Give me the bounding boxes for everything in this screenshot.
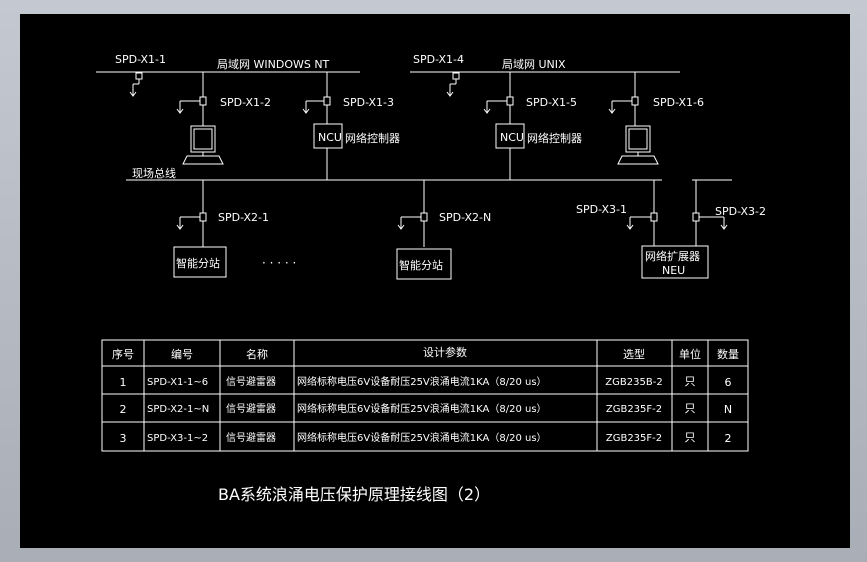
- table-header-cell: 数量: [717, 348, 739, 361]
- table-cell: SPD-X3-1~2: [147, 433, 208, 444]
- table-header-cell: 单位: [679, 347, 701, 361]
- ncu-2-label: NCU: [500, 131, 524, 144]
- network-extender-box: [641, 245, 709, 279]
- table-header-cell: 名称: [246, 347, 268, 361]
- table-cell: 2: [120, 403, 127, 416]
- spd-x2-1-box: [199, 212, 207, 222]
- ground-arrow-icon: [626, 216, 634, 230]
- table-cell: SPD-X2-1~N: [147, 404, 209, 415]
- spd-x1-5-box: [506, 96, 514, 106]
- spd-x2-n-label: SPD-X2-N: [439, 211, 491, 224]
- lan2-label: 局域网 UNIX: [502, 58, 566, 71]
- table-header-cell: 编号: [171, 347, 193, 361]
- ground-arrow-icon: [129, 83, 137, 97]
- table-cell: 3: [120, 432, 127, 445]
- ground-arrow-icon: [397, 216, 405, 230]
- table-header-cell: 设计参数: [423, 345, 467, 359]
- substation-n-label: 智能分站: [399, 258, 443, 272]
- spd-x3-2-label: SPD-X3-2: [715, 205, 766, 218]
- table-row: 3 SPD-X3-1~2 信号避雷器 网络标称电压6V设备耐压25V浪涌电流1K…: [120, 431, 732, 445]
- ground-arrow-icon: [176, 100, 184, 114]
- spd-x1-2-box: [199, 96, 207, 106]
- table-cell: 6: [725, 376, 732, 389]
- table-cell: 2: [725, 432, 732, 445]
- spd-x1-6-label: SPD-X1-6: [653, 96, 704, 109]
- table-header-cell: 选型: [623, 347, 645, 361]
- table-cell: 网络标称电压6V设备耐压25V浪涌电流1KA（8/20 us）: [297, 402, 547, 415]
- spd-x1-1-box: [135, 72, 143, 80]
- computer-icon: [182, 125, 224, 165]
- drawing-title: BA系统浪涌电压保护原理接线图（2）: [218, 485, 490, 504]
- table-cell: ZGB235B-2: [605, 377, 662, 388]
- ncu-1-label: NCU: [318, 131, 342, 144]
- field-bus-label: 现场总线: [132, 166, 176, 180]
- ncu-1-box: [313, 123, 343, 149]
- spd-x1-4-box: [452, 72, 460, 80]
- table-cell: 信号避雷器: [226, 431, 276, 444]
- drawing-canvas: SPD-X1-1 局域网 WINDOWS NT SPD-X1-4 局域网 UNI…: [20, 14, 850, 548]
- spd-x2-1-label: SPD-X2-1: [218, 211, 269, 224]
- table-cell: 网络标称电压6V设备耐压25V浪涌电流1KA（8/20 us）: [297, 375, 547, 388]
- table-cell: 信号避雷器: [226, 375, 276, 388]
- table-cell: ZGB235F-2: [606, 404, 662, 415]
- table-row: 1 SPD-X1-1~6 信号避雷器 网络标称电压6V设备耐压25V浪涌电流1K…: [120, 375, 732, 389]
- substation-1-box: [173, 246, 227, 278]
- ground-arrow-icon: [446, 83, 454, 97]
- spd-x1-3-label: SPD-X1-3: [343, 96, 394, 109]
- spd-x1-5-label: SPD-X1-5: [526, 96, 577, 109]
- substation-n-box: [396, 248, 452, 280]
- spd-x3-2-box: [692, 212, 700, 222]
- table-cell: 只: [685, 375, 696, 388]
- table-cell: N: [724, 403, 732, 416]
- table-cell: 1: [120, 376, 127, 389]
- spd-x1-4-label: SPD-X1-4: [413, 53, 464, 66]
- ncu-2-caption: 网络控制器: [527, 131, 582, 145]
- spd-x1-3-box: [323, 96, 331, 106]
- lan1-label: 局域网 WINDOWS NT: [217, 58, 330, 71]
- wiring-diagram: SPD-X1-1 局域网 WINDOWS NT SPD-X1-4 局域网 UNI…: [96, 53, 766, 504]
- table-header-cell: 序号: [112, 347, 134, 361]
- ground-arrow-icon: [720, 216, 728, 230]
- spd-x1-2-label: SPD-X1-2: [220, 96, 271, 109]
- ncu-1-caption: 网络控制器: [345, 131, 400, 145]
- computer-icon: [617, 125, 659, 165]
- parts-table: 序号 编号 名称 设计参数 选型 单位 数量 1 SPD-X1-1~6 信号避雷…: [101, 339, 749, 452]
- network-extender-neu: NEU: [662, 264, 685, 277]
- ground-arrow-icon: [483, 100, 491, 114]
- table-cell: 只: [685, 402, 696, 415]
- spd-x3-1-label: SPD-X3-1: [576, 203, 627, 216]
- ground-arrow-icon: [176, 216, 184, 230]
- table-cell: 只: [685, 431, 696, 444]
- network-extender-label: 网络扩展器: [645, 249, 700, 263]
- table-row: 2 SPD-X2-1~N 信号避雷器 网络标称电压6V设备耐压25V浪涌电流1K…: [120, 402, 733, 416]
- spd-x1-1-label: SPD-X1-1: [115, 53, 166, 66]
- spd-x1-6-box: [631, 96, 639, 106]
- ground-arrow-icon: [302, 100, 310, 114]
- spd-x3-1-box: [650, 212, 658, 222]
- table-cell: 信号避雷器: [226, 402, 276, 415]
- table-cell: SPD-X1-1~6: [147, 377, 208, 388]
- spd-x2-n-box: [420, 212, 428, 222]
- ellipsis-dots: · · · · ·: [262, 256, 296, 270]
- ground-arrow-icon: [608, 100, 616, 114]
- substation-1-label: 智能分站: [176, 256, 220, 270]
- table-cell: 网络标称电压6V设备耐压25V浪涌电流1KA（8/20 us）: [297, 431, 547, 444]
- table-cell: ZGB235F-2: [606, 433, 662, 444]
